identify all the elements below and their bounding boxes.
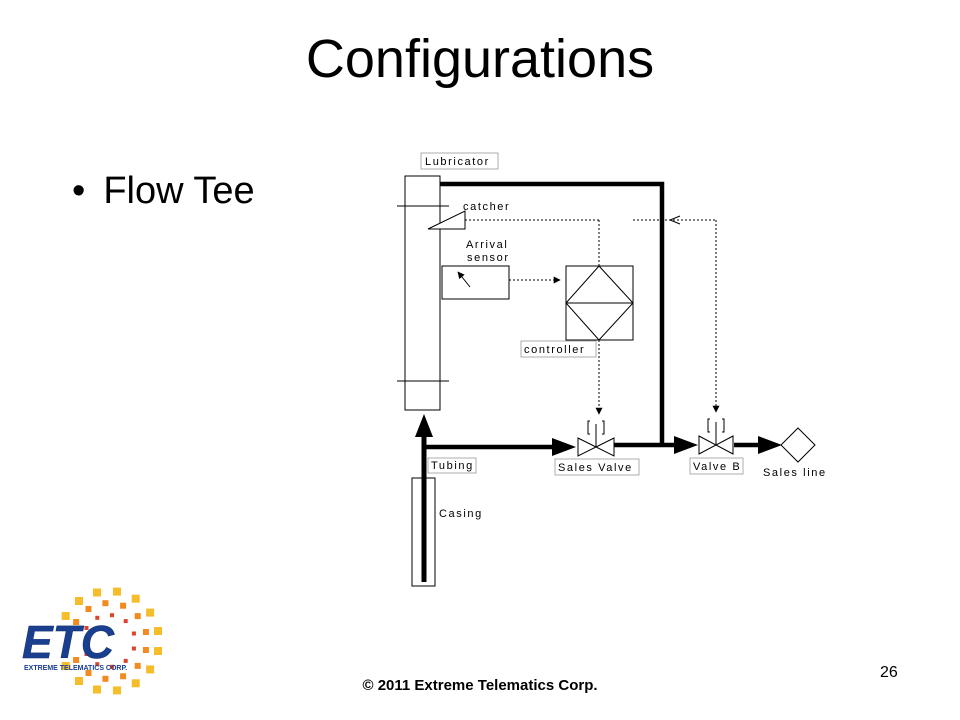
- label-sales-line: Sales line: [763, 467, 827, 479]
- logo-dot: [131, 679, 140, 688]
- logo-dot: [95, 615, 100, 620]
- logo-dot: [75, 677, 83, 685]
- flow-arrow-2: [674, 436, 698, 454]
- logo-dot: [146, 665, 155, 674]
- label-sales-valve: Sales Valve: [558, 462, 633, 474]
- logo-dot: [75, 597, 83, 605]
- bullet-item: • Flow Tee: [72, 170, 255, 213]
- logo-dot: [131, 594, 140, 603]
- label-tubing: Tubing: [431, 460, 474, 472]
- logo-dot: [154, 627, 162, 635]
- label-controller: controller: [524, 344, 585, 356]
- logo-dot: [85, 606, 92, 612]
- lubricator-column: [404, 175, 441, 411]
- logo-dot-burst: [61, 587, 162, 695]
- logo-dot: [123, 619, 128, 624]
- logo-dot: [113, 686, 121, 695]
- logo-dot: [84, 626, 89, 630]
- logo-dot: [142, 647, 149, 653]
- logo-dot: [61, 662, 70, 670]
- flow-arrow-3: [758, 436, 782, 454]
- bullet-symbol: •: [72, 170, 86, 212]
- arrival-sensor-box: [441, 265, 510, 300]
- logo-dot: [102, 600, 109, 607]
- flow-arrow-1: [552, 438, 576, 456]
- logo-dot: [110, 664, 114, 669]
- bypass-flow-line: [440, 181, 665, 445]
- valve-b-symbol: [698, 418, 734, 455]
- controller-symbol: [565, 265, 634, 341]
- logo-dot: [120, 602, 127, 609]
- slide-title: Configurations: [305, 29, 655, 89]
- logo-dot: [131, 631, 136, 636]
- logo-dot: [113, 587, 121, 596]
- logo-dot: [73, 619, 80, 625]
- label-arrival-line2: sensor: [467, 252, 510, 264]
- logo-dot: [134, 662, 141, 669]
- logo-dot: [142, 629, 149, 635]
- logo-dot: [73, 657, 80, 663]
- label-catcher: catcher: [463, 201, 510, 213]
- label-arrival-line1: Arrival: [466, 239, 508, 251]
- label-casing: Casing: [439, 508, 483, 520]
- logo-dot: [120, 673, 127, 680]
- logo-dot: [146, 608, 155, 617]
- signal-arrow-to-catcher: [668, 215, 681, 225]
- copyright-notice: © 2011 Extreme Telematics Corp.: [362, 677, 598, 694]
- logo-dot: [93, 588, 101, 597]
- sales-line-diamond: [780, 427, 816, 463]
- logo-dot: [84, 652, 89, 656]
- logo-letters: ETC: [22, 616, 115, 668]
- logo-dot: [93, 685, 101, 694]
- logo-dot: [131, 646, 136, 651]
- logo-dot: [95, 662, 100, 667]
- tubing-arrowhead: [415, 414, 433, 437]
- sales-valve-symbol: [577, 420, 615, 457]
- page-number: 26: [880, 664, 898, 681]
- bullet-text: Flow Tee: [103, 170, 255, 212]
- label-lubricator: Lubricator: [425, 156, 490, 168]
- logo-dot: [110, 613, 114, 618]
- logo-dot: [123, 658, 128, 663]
- logo-dot: [134, 613, 141, 620]
- logo-dot: [85, 670, 92, 676]
- arrival-sensor-needle: [457, 271, 471, 288]
- logo-dot: [61, 612, 70, 620]
- label-valve-b: Valve B: [693, 461, 741, 473]
- logo-dot: [154, 647, 162, 655]
- etc-logo: ETC EXTREME TELEMATICS CORP.: [22, 587, 162, 695]
- logo-caption: EXTREME TELEMATICS CORP.: [24, 665, 127, 672]
- logo-dot: [102, 675, 109, 682]
- signal-lines: [465, 219, 720, 415]
